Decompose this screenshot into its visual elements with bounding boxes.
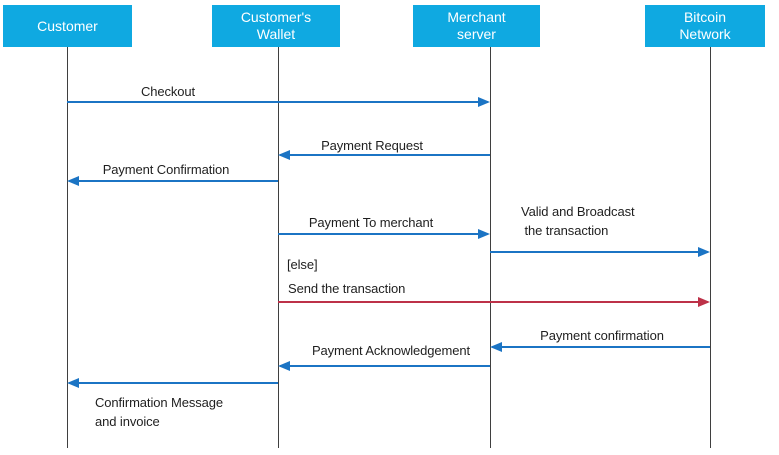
actor-box-merchant-server: Merchant server bbox=[413, 5, 540, 47]
message-line-payment-to-merchant bbox=[278, 233, 488, 235]
message-line-send-the-transaction bbox=[278, 301, 708, 303]
actor-label-bitcoin-network: Bitcoin Network bbox=[679, 9, 731, 42]
lifeline-customers-wallet bbox=[278, 47, 279, 448]
message-line-confirmation-message-and-invoice bbox=[69, 382, 278, 384]
guard-label-else-guard: [else] bbox=[287, 257, 318, 272]
arrowhead-icon bbox=[278, 150, 290, 160]
arrowhead-icon bbox=[478, 229, 490, 239]
arrowhead-icon bbox=[698, 297, 710, 307]
arrowhead-icon bbox=[67, 378, 79, 388]
actor-box-bitcoin-network: Bitcoin Network bbox=[645, 5, 765, 47]
lifeline-merchant-server bbox=[490, 47, 491, 448]
actor-label-customers-wallet: Customer's Wallet bbox=[240, 9, 312, 42]
message-label-valid-and-broadcast: Valid and Broadcast the transaction bbox=[521, 204, 635, 238]
actor-box-customer: Customer bbox=[3, 5, 132, 47]
message-line-checkout bbox=[67, 101, 488, 103]
arrowhead-icon bbox=[698, 247, 710, 257]
message-line-payment-acknowledgement bbox=[280, 365, 490, 367]
message-label-payment-request: Payment Request bbox=[321, 138, 423, 153]
message-label-checkout: Checkout bbox=[140, 84, 196, 99]
message-label-payment-confirmation-to-merchant: Payment confirmation bbox=[540, 328, 664, 343]
lifeline-customer bbox=[67, 47, 68, 448]
message-label-payment-confirmation-to-customer: Payment Confirmation bbox=[102, 162, 230, 177]
arrowhead-icon bbox=[478, 97, 490, 107]
message-label-payment-acknowledgement: Payment Acknowledgement bbox=[311, 343, 471, 358]
message-line-valid-and-broadcast bbox=[490, 251, 708, 253]
message-label-payment-to-merchant: Payment To merchant bbox=[308, 215, 434, 230]
arrowhead-icon bbox=[490, 342, 502, 352]
actor-label-merchant-server: Merchant server bbox=[447, 9, 506, 42]
lifeline-bitcoin-network bbox=[710, 47, 711, 448]
arrowhead-icon bbox=[67, 176, 79, 186]
message-line-payment-request bbox=[280, 154, 490, 156]
actor-box-customers-wallet: Customer's Wallet bbox=[212, 5, 340, 47]
message-label-confirmation-message-and-invoice: Confirmation Message and invoice bbox=[95, 395, 224, 429]
message-label-send-the-transaction: Send the transaction bbox=[288, 281, 406, 296]
message-line-payment-confirmation-to-customer bbox=[69, 180, 278, 182]
message-line-payment-confirmation-to-merchant bbox=[492, 346, 710, 348]
actor-label-customer: Customer bbox=[37, 17, 98, 34]
arrowhead-icon bbox=[278, 361, 290, 371]
